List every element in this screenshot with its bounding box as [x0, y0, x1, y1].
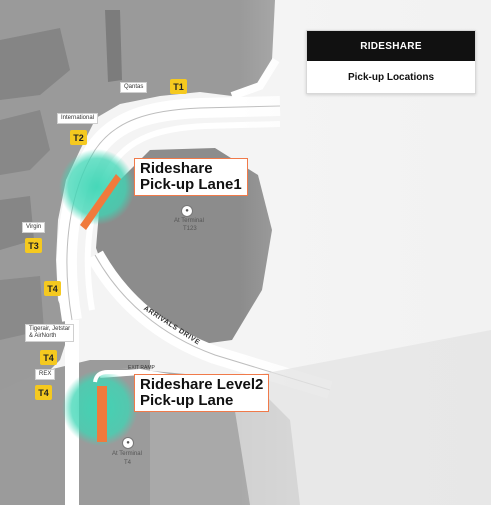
terminal-badge-t4-lower: T4: [35, 385, 52, 400]
terminal-badge-t1: T1: [170, 79, 187, 94]
airline-label-international: International: [57, 113, 99, 124]
legend-panel: RIDESHARE Pick-up Locations: [306, 30, 476, 94]
marker-t123-caption: At Terminal: [174, 218, 204, 224]
terminal-badge-t3: T3: [25, 238, 42, 253]
lane1-marker: [80, 174, 121, 230]
callout-lane1: Rideshare Pick-up Lane1: [134, 158, 248, 196]
level2-lane-marker: [97, 386, 107, 442]
terminal-badge-t4-middle: T4: [40, 350, 57, 365]
terminal-badge-t4-upper: T4: [44, 281, 61, 296]
marker-t4-name: T4: [124, 460, 132, 466]
callout-level2-line1: Rideshare Level2: [140, 376, 264, 393]
road-label-exit-ramp: EXIT RAMP: [128, 365, 155, 371]
legend-subtitle: Pick-up Locations: [347, 71, 435, 83]
airline-label-tigerair-line1: Tigerair, Jetstar: [29, 326, 71, 332]
callout-lane1-line1: Rideshare: [140, 160, 213, 177]
car-park-t123: [96, 148, 272, 345]
airline-label-virgin: Virgin: [22, 222, 46, 233]
location-pin-icon: ●: [181, 205, 193, 217]
legend-title: RIDESHARE: [307, 31, 475, 61]
callout-lane1-line2: Pick-up Lane1: [140, 176, 242, 193]
airline-label-tigerair-line2: & AirNorth: [29, 333, 57, 339]
lane1-highlight: [59, 149, 135, 225]
location-pin-icon: ●: [122, 437, 134, 449]
terminal-buildings: [0, 0, 275, 420]
callout-level2: Rideshare Level2 Pick-up Lane: [134, 374, 270, 412]
airline-label-qantas: Qantas: [120, 82, 148, 93]
airline-label-tigerair: Tigerair, Jetstar & AirNorth: [25, 324, 75, 342]
marker-t4-caption: At Terminal: [112, 451, 142, 457]
airline-label-rex: REX: [35, 369, 56, 380]
callout-level2-line2: Pick-up Lane: [140, 392, 234, 409]
marker-t123-name: T123: [183, 226, 197, 232]
terminal-badge-t2: T2: [70, 130, 87, 145]
